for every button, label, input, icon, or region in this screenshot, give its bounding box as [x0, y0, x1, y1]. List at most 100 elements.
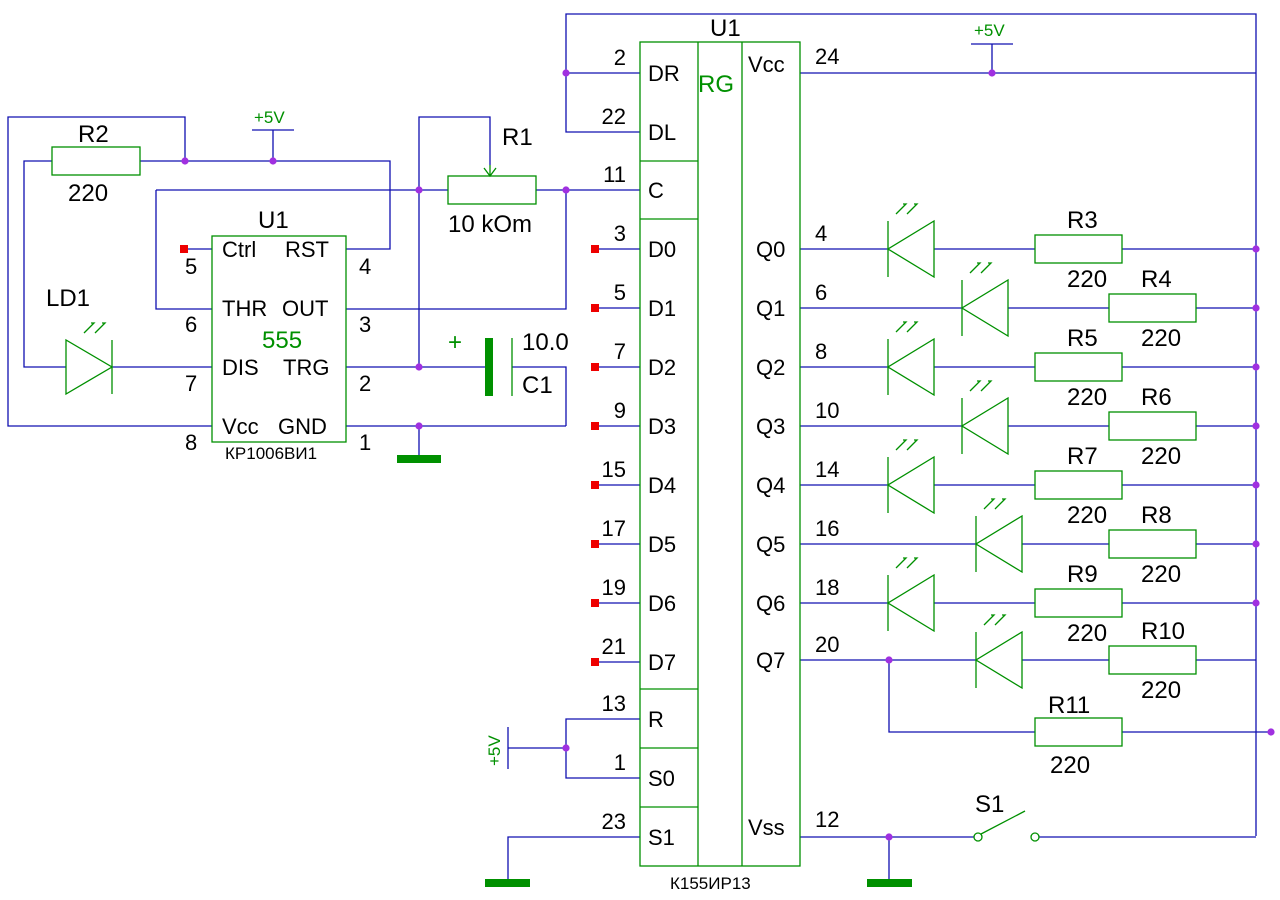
junction	[885, 656, 893, 664]
junction	[562, 744, 570, 752]
pin-label-5: D2	[648, 355, 676, 380]
output-resistor-value-0: 220	[1067, 266, 1107, 293]
output-resistor-7	[1108, 645, 1197, 675]
r11-body	[1034, 717, 1123, 747]
output-led-light-arrows-0	[895, 203, 919, 215]
pin-number: 1	[359, 430, 371, 455]
junction	[1267, 728, 1275, 736]
junction	[415, 363, 423, 371]
unconnected-marker	[591, 658, 599, 666]
unconnected-marker	[591, 481, 599, 489]
output-led-light-arrows-3	[969, 380, 993, 392]
c1-polarity: +	[448, 329, 462, 356]
junction	[181, 157, 189, 165]
junction	[1252, 481, 1260, 489]
output-resistor-value-4: 220	[1067, 502, 1107, 529]
pin-number-0: 2	[614, 45, 626, 70]
output-resistor-ref-2: R5	[1067, 325, 1098, 352]
c1-positive-plate	[485, 338, 493, 396]
wire-r1-wiper	[418, 116, 491, 190]
pin-label-2: C	[648, 178, 664, 203]
output-resistor-ref-0: R3	[1067, 207, 1098, 234]
pin-label-q1: Q1	[756, 296, 785, 321]
pin-ctrl-label: Ctrl	[222, 237, 256, 262]
ld1-light-arrows	[83, 322, 107, 334]
pin-number-7: 15	[602, 457, 626, 482]
r2-body	[51, 146, 141, 176]
pin-number-q5: 16	[815, 516, 839, 541]
output-resistor-value-7: 220	[1141, 677, 1181, 704]
shift-register-rg: U1 RG К155ИР13	[639, 15, 801, 893]
wire-gnd-555	[346, 425, 566, 458]
output-resistor-3	[1108, 411, 1197, 441]
wire-c1-neg	[512, 366, 567, 426]
pin-label-q4: Q4	[756, 473, 785, 498]
output-led-light-arrows-1	[969, 262, 993, 274]
junction	[415, 422, 423, 430]
ld1-ref: LD1	[46, 285, 90, 312]
register-part: К155ИР13	[670, 874, 751, 893]
resistor-r2: R2 220	[51, 121, 141, 207]
pin-label-3: D0	[648, 237, 676, 262]
r1-body	[447, 175, 537, 205]
pin-thr-label: THR	[222, 296, 267, 321]
pin-label-4: D1	[648, 296, 676, 321]
register-input-pins: DR2DL22C11D03D15D27D39D415D517D619D721R1…	[602, 45, 680, 850]
pin-dis-label: DIS	[222, 355, 259, 380]
junction	[885, 833, 893, 841]
register-function: RG	[698, 71, 734, 98]
pin-number-8: 17	[602, 516, 626, 541]
output-led-5	[974, 514, 1023, 574]
plus5-label: +5V	[485, 735, 504, 766]
junction	[562, 69, 570, 77]
junction	[562, 186, 570, 194]
plus5-label: +5V	[254, 108, 285, 127]
pin-gnd-label: GND	[278, 414, 327, 439]
resistor-r11: R11 220	[1034, 692, 1123, 779]
pin-number: 6	[185, 312, 197, 337]
r1-wiper-arrow	[483, 165, 497, 178]
pin-label-12: S0	[648, 766, 675, 791]
wire-thr-net	[155, 189, 448, 310]
junction	[1252, 422, 1260, 430]
pin-trg-label: TRG	[283, 355, 329, 380]
output-resistor-2	[1034, 352, 1123, 382]
timer-part: КР1006ВИ1	[225, 444, 317, 463]
pin-label-q7: Q7	[756, 648, 785, 673]
pin-number: 4	[359, 254, 371, 279]
pin-number: 3	[359, 312, 371, 337]
pin-number-q4: 14	[815, 457, 839, 482]
output-resistor-5	[1108, 529, 1197, 559]
output-led-2	[886, 337, 935, 397]
output-resistor-value-1: 220	[1141, 325, 1181, 352]
junction	[269, 157, 277, 165]
wire-rst-plus5	[140, 160, 391, 250]
r2-ref: R2	[78, 121, 109, 148]
unconnected-marker	[591, 422, 599, 430]
timer-ref: U1	[258, 207, 289, 234]
junction	[1252, 540, 1260, 548]
wire-dr-dl	[565, 72, 640, 133]
potentiometer-r1: R1 10 kOm	[447, 124, 537, 238]
pin-number-10: 21	[602, 634, 626, 659]
pin-number-5: 7	[614, 339, 626, 364]
pin-label-0: DR	[648, 61, 680, 86]
register-ref: U1	[710, 15, 741, 42]
pin-label-10: D7	[648, 650, 676, 675]
r1-ref: R1	[502, 124, 533, 151]
pin-vss-label: Vss	[748, 815, 785, 840]
output-resistor-6	[1034, 588, 1123, 618]
junction	[1252, 304, 1260, 312]
s1-ref: S1	[975, 791, 1004, 818]
unconnected-marker	[591, 245, 599, 253]
pin-number-q1: 6	[815, 280, 827, 305]
output-led-0	[886, 219, 935, 279]
junction	[415, 186, 423, 194]
unconnected-markers	[180, 245, 599, 666]
pin-number-q2: 8	[815, 339, 827, 364]
ground-symbol	[397, 455, 441, 463]
pin-number-9: 19	[602, 575, 626, 600]
wire-r11	[888, 660, 1271, 733]
